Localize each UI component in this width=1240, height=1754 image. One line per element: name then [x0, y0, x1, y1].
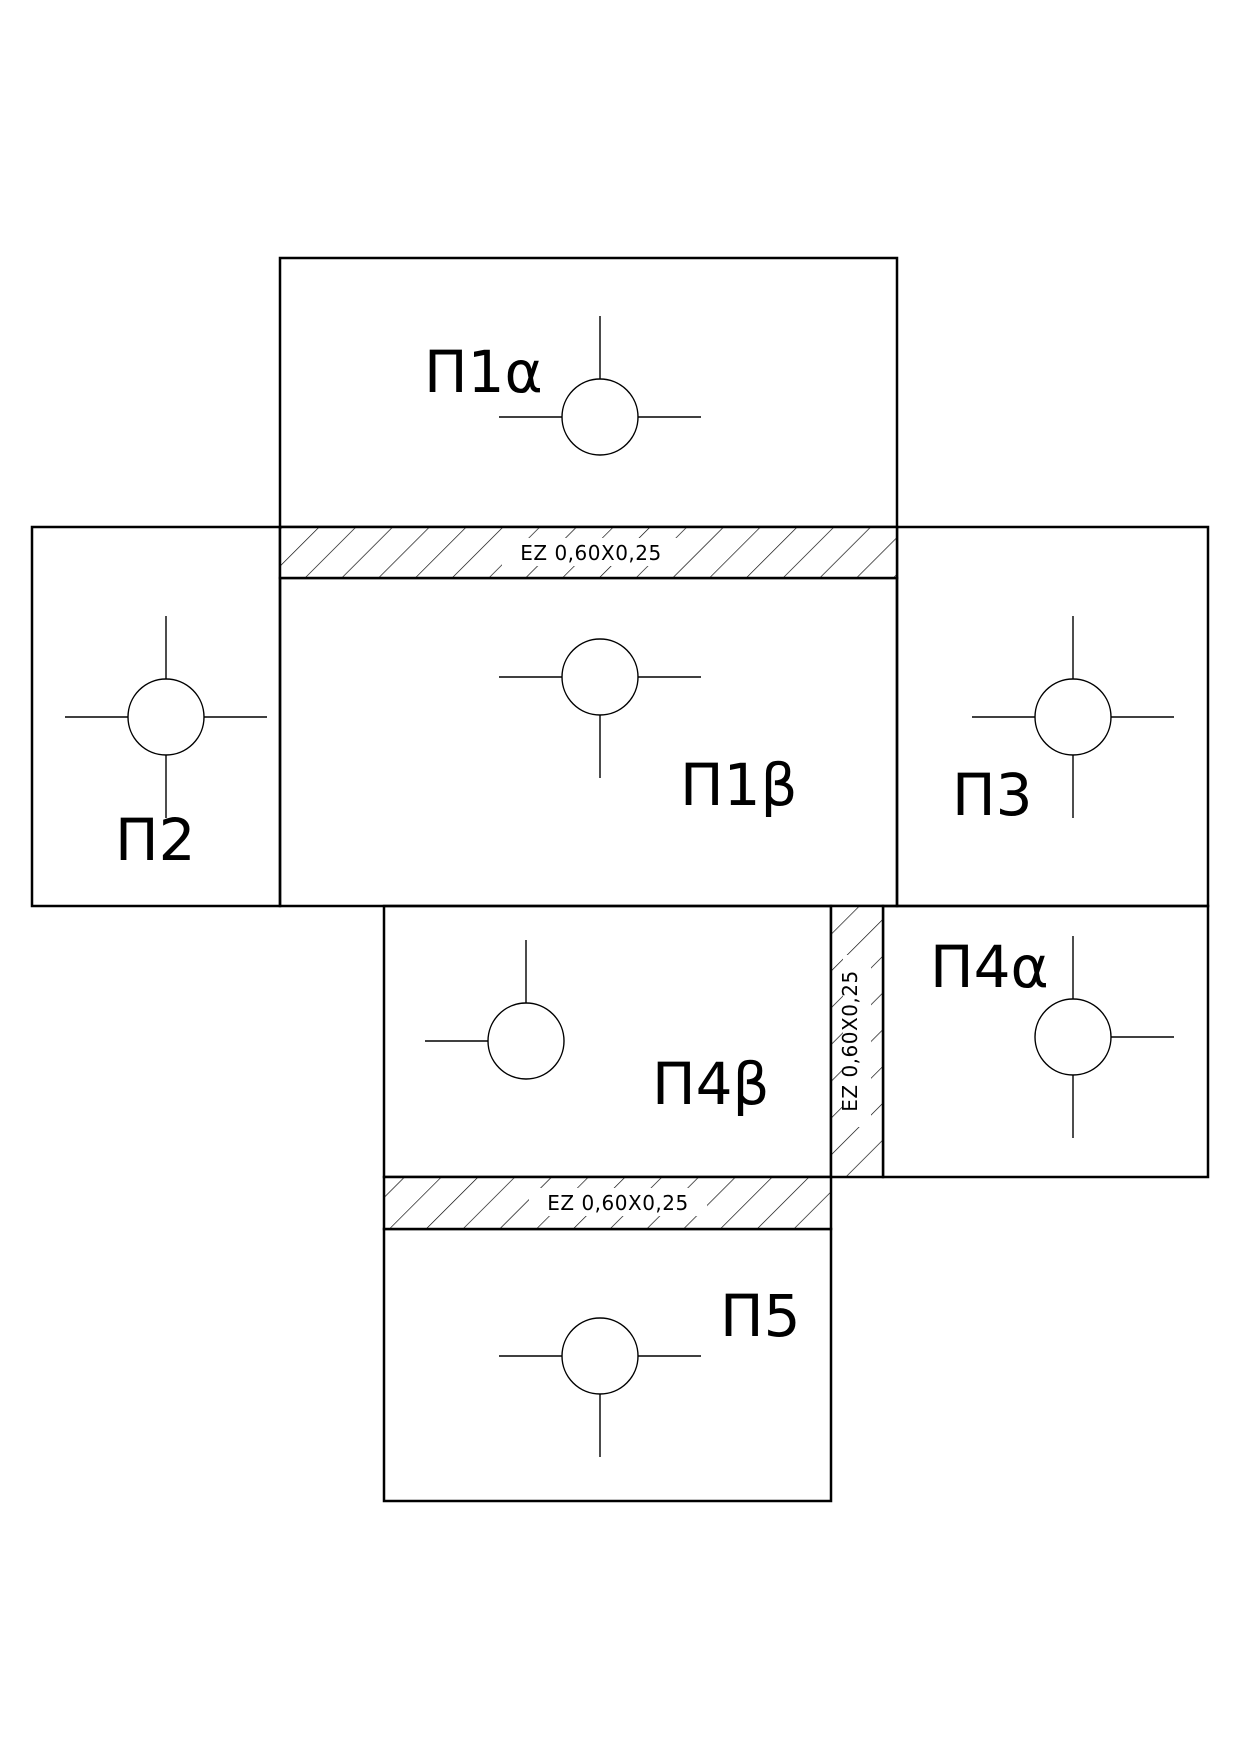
column-symbol-p4b [425, 940, 565, 1080]
column-symbol-p5 [499, 1317, 701, 1457]
ez-strip-top: EZ 0,60X0,25 [278, 525, 899, 580]
ez-strip-bottom-label: EZ 0,60X0,25 [547, 1191, 688, 1215]
panel-label-p2: Π2 [115, 806, 196, 874]
ez-strip-top-label: EZ 0,60X0,25 [520, 541, 661, 565]
column-symbol-p4a [1034, 936, 1174, 1138]
panel-label-p4a: Π4α [930, 933, 1049, 1001]
panel-p1b [278, 576, 899, 908]
column-symbol-p3 [972, 616, 1174, 818]
ez-strip-vertical-label: EZ 0,60X0,25 [838, 970, 862, 1111]
ez-strip-bottom: EZ 0,60X0,25 [382, 1175, 833, 1231]
column-symbol-p1a [499, 316, 701, 456]
symbol-circle [487, 1002, 565, 1080]
symbol-circle [1034, 678, 1112, 756]
symbol-circle [561, 1317, 639, 1395]
panel-label-p5: Π5 [720, 1282, 801, 1350]
column-symbol-p2 [65, 616, 267, 818]
panel-label-p4b: Π4β [652, 1050, 770, 1118]
symbol-circle [1034, 998, 1112, 1076]
column-symbol-p1b [499, 638, 701, 778]
symbol-circle [561, 638, 639, 716]
column-symbols [65, 316, 1174, 1457]
panel-label-p1b: Π1β [680, 751, 798, 819]
panel-label-p3: Π3 [952, 761, 1033, 829]
symbol-circle [561, 378, 639, 456]
panel-label-p1a: Π1α [424, 338, 543, 406]
ez-strip-vertical: EZ 0,60X0,25 [829, 904, 885, 1179]
symbol-circle [127, 678, 205, 756]
